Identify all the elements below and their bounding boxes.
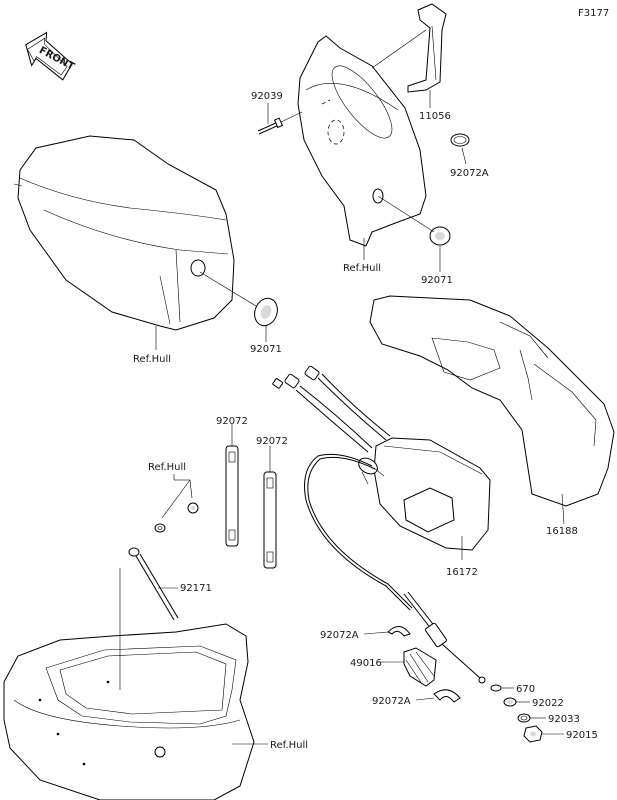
band-92072A-low [433,689,461,703]
label-ref-hull-top: Ref.Hull [343,263,381,274]
inner-cable [403,591,486,684]
label-92171: 92171 [180,583,212,594]
label-ref-hull-bottom: Ref.Hull [270,740,308,751]
label-11056: 11056 [419,111,451,122]
label-92072A-mid: 92072A [320,630,359,641]
rod-92171 [128,547,179,621]
label-49016: 49016 [350,658,382,669]
grommet-92071-top [429,226,451,246]
storage-cover-part [13,135,235,331]
figure-code: F3177 [578,8,609,19]
label-92071-top: 92071 [421,275,453,286]
label-16172: 16172 [446,567,478,578]
nut-92015 [523,725,543,743]
boot-49016 [403,647,437,687]
strap-92072-a [225,445,239,547]
label-92072-a: 92072 [216,416,248,427]
label-670: 670 [516,684,535,695]
label-92071-left: 92071 [250,344,282,355]
label-ref-hull-left: Ref.Hull [133,354,171,365]
label-92072A-top: 92072A [450,168,489,179]
clip-670 [490,684,502,692]
label-92022: 92022 [532,698,564,709]
band-92072A-top [450,133,470,147]
control-box-16172 [358,437,491,551]
washer-ref-hull-mid [154,523,166,533]
hull-section-bottom [3,623,255,800]
label-92015: 92015 [566,730,598,741]
cable-harness [272,365,413,611]
label-ref-hull-mid: Ref.Hull [148,462,186,473]
foam-block-16188 [369,295,615,507]
label-92039: 92039 [251,91,283,102]
bracket-11056 [407,3,447,93]
label-16188: 16188 [546,526,578,537]
grommet-92071-left [254,297,278,327]
strap-92072-b [263,471,277,569]
label-92072-b: 92072 [256,436,288,447]
band-92072A-mid [387,626,411,637]
bolt-92039 [257,111,303,135]
nut-ref-hull-mid [187,502,199,514]
label-92033: 92033 [548,714,580,725]
washer-92022 [503,697,517,707]
front-arrow-icon: FRONT [25,31,76,81]
label-92072A-low: 92072A [372,696,411,707]
ring-92033 [517,713,531,723]
